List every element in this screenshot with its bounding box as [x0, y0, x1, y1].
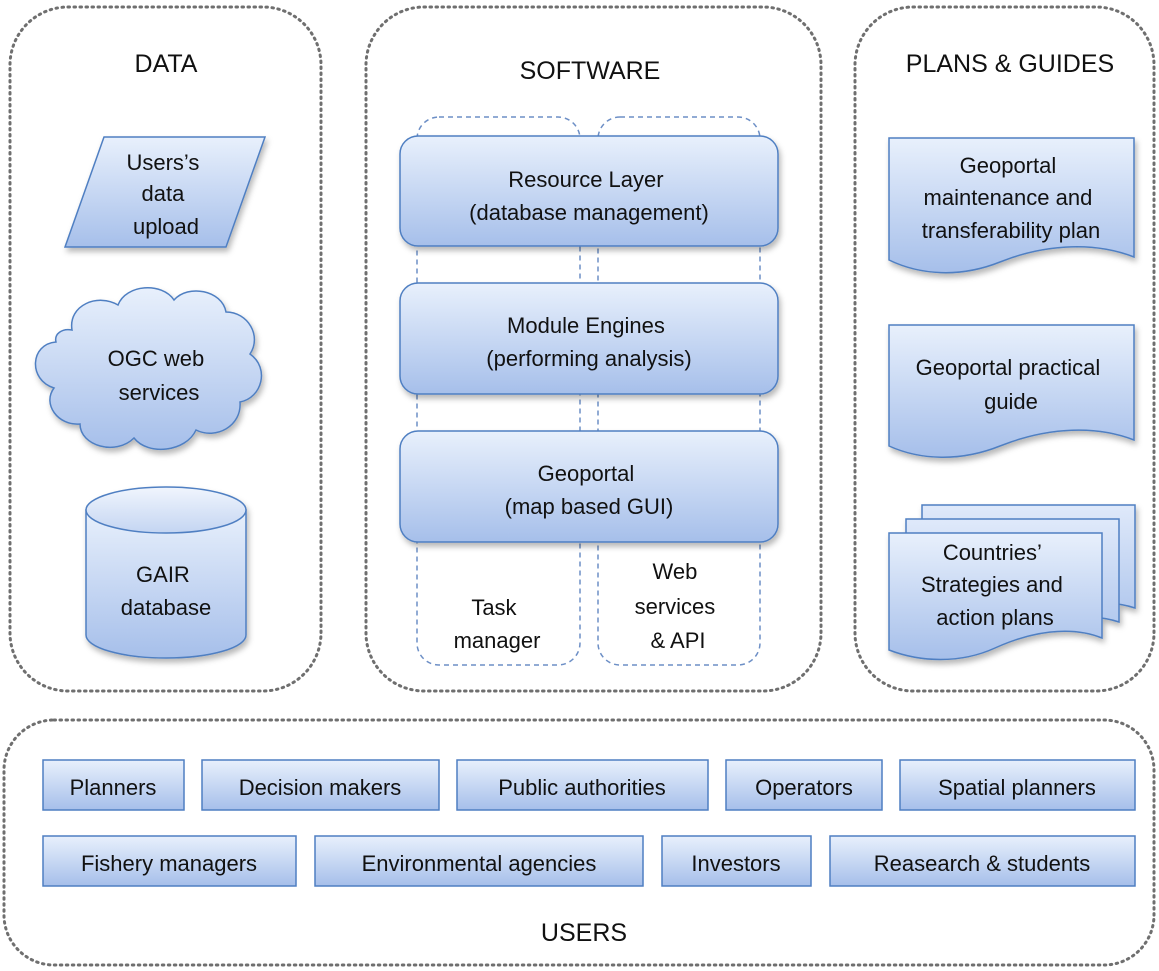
geoportal-line-2: (map based GUI) [505, 494, 674, 519]
svg-text:Module Engines (performi: Module Engines (performing analysis) [486, 313, 691, 371]
web-line-2: services [635, 594, 716, 619]
software-section-title: SOFTWARE [520, 57, 661, 85]
database-icon [85, 486, 247, 659]
plans-section-title: PLANS & GUIDES [906, 50, 1114, 78]
practical-guide-node: Geoportal practical guide [888, 324, 1135, 458]
strategies-line-3: action plans [936, 605, 1053, 630]
web-line-1: Web [653, 559, 698, 584]
user-chip-investors [661, 835, 812, 887]
user-chip-decision-makers [201, 759, 440, 811]
resource-layer-node: Resource Layer (database management) [399, 135, 779, 247]
cloud-icon [34, 287, 263, 451]
web-services-label: Web services & API [635, 559, 722, 653]
user-chip-label: Public authorities [498, 775, 666, 800]
maintenance-line-2: maintenance and [924, 185, 1093, 210]
ogc-line-2: services [119, 380, 200, 405]
user-chip-public-authorities [456, 759, 709, 811]
svg-text:Geoportal (map based GUI: Geoportal (map based GUI) [505, 461, 674, 519]
user-chip-label: Environmental agencies [362, 851, 597, 876]
user-chip-label: Planners [70, 775, 157, 800]
module-line-1: Module Engines [507, 313, 665, 338]
users-data-upload-node: Users’s data upload [63, 136, 267, 248]
users-section-border [2, 718, 1156, 967]
svg-text:Users’s data uploa: Users’s data upload [126, 150, 205, 239]
geoportal-node: Geoportal (map based GUI) [399, 430, 779, 543]
gair-database-node: GAIR database [85, 486, 247, 659]
users-row-2: Fishery managers Environmental agencies … [42, 835, 1136, 887]
svg-text:Geoportal maintenance an: Geoportal maintenance and transferabilit… [922, 153, 1101, 243]
maintenance-line-3: transferability plan [922, 218, 1101, 243]
module-engines-node: Module Engines (performing analysis) [399, 282, 779, 395]
document-icon [888, 137, 1135, 274]
svg-text:Geoportal practical guid: Geoportal practical guide [916, 355, 1107, 414]
user-chip-operators [725, 759, 883, 811]
document-icon [888, 324, 1135, 458]
user-chip-label: Investors [691, 851, 780, 876]
data-section-title: DATA [135, 50, 198, 78]
software-section-border [364, 5, 823, 693]
users-section-title: USERS [541, 919, 627, 947]
svg-text:Countries’ Strategies an: Countries’ Strategies and action plans [921, 540, 1069, 630]
user-chip-research-students [829, 835, 1136, 887]
user-chip-planners [42, 759, 185, 811]
svg-text:OGC web services: OGC web services [108, 346, 211, 405]
module-line-2: (performing analysis) [486, 346, 691, 371]
user-chip-spatial-planners [899, 759, 1136, 811]
upload-line-2: data [142, 181, 186, 206]
web-services-column [597, 116, 761, 666]
strategies-line-1: Countries’ [943, 540, 1041, 565]
multi-document-icon [888, 504, 1136, 661]
maintenance-line-1: Geoportal [960, 153, 1057, 178]
resource-line-2: (database management) [469, 200, 709, 225]
ogc-web-services-node: OGC web services [34, 287, 263, 451]
gair-line-1: GAIR [136, 562, 190, 587]
user-chip-label: Reasearch & students [874, 851, 1090, 876]
svg-text:Resource Layer (database: Resource Layer (database management) [469, 167, 709, 225]
user-chip-environmental-agencies [314, 835, 644, 887]
geoportal-line-1: Geoportal [538, 461, 635, 486]
data-section-border [8, 5, 323, 693]
practical-line-1: Geoportal practical [916, 355, 1101, 380]
strategies-node: Countries’ Strategies and action plans [888, 504, 1136, 661]
user-chip-label: Spatial planners [938, 775, 1096, 800]
user-chip-fishery-managers [42, 835, 297, 887]
task-line-1: Task [471, 595, 517, 620]
svg-text:GAIR database: GAIR database [121, 562, 212, 620]
plans-section-border [853, 5, 1156, 693]
task-manager-label: Task manager [454, 595, 541, 653]
upload-line-3: upload [133, 214, 199, 239]
gair-line-2: database [121, 595, 212, 620]
ogc-line-1: OGC web [108, 346, 205, 371]
task-line-2: manager [454, 628, 541, 653]
user-chip-label: Decision makers [239, 775, 402, 800]
user-chip-label: Fishery managers [81, 851, 257, 876]
user-chip-label: Operators [755, 775, 853, 800]
upload-line-1: Users’s [126, 150, 199, 175]
maintenance-plan-node: Geoportal maintenance and transferabilit… [888, 137, 1135, 274]
practical-line-2: guide [984, 389, 1038, 414]
web-line-3: & API [650, 628, 705, 653]
users-row-1: Planners Decision makers Public authorit… [42, 759, 1136, 811]
strategies-line-2: Strategies and [921, 572, 1063, 597]
resource-line-1: Resource Layer [508, 167, 663, 192]
